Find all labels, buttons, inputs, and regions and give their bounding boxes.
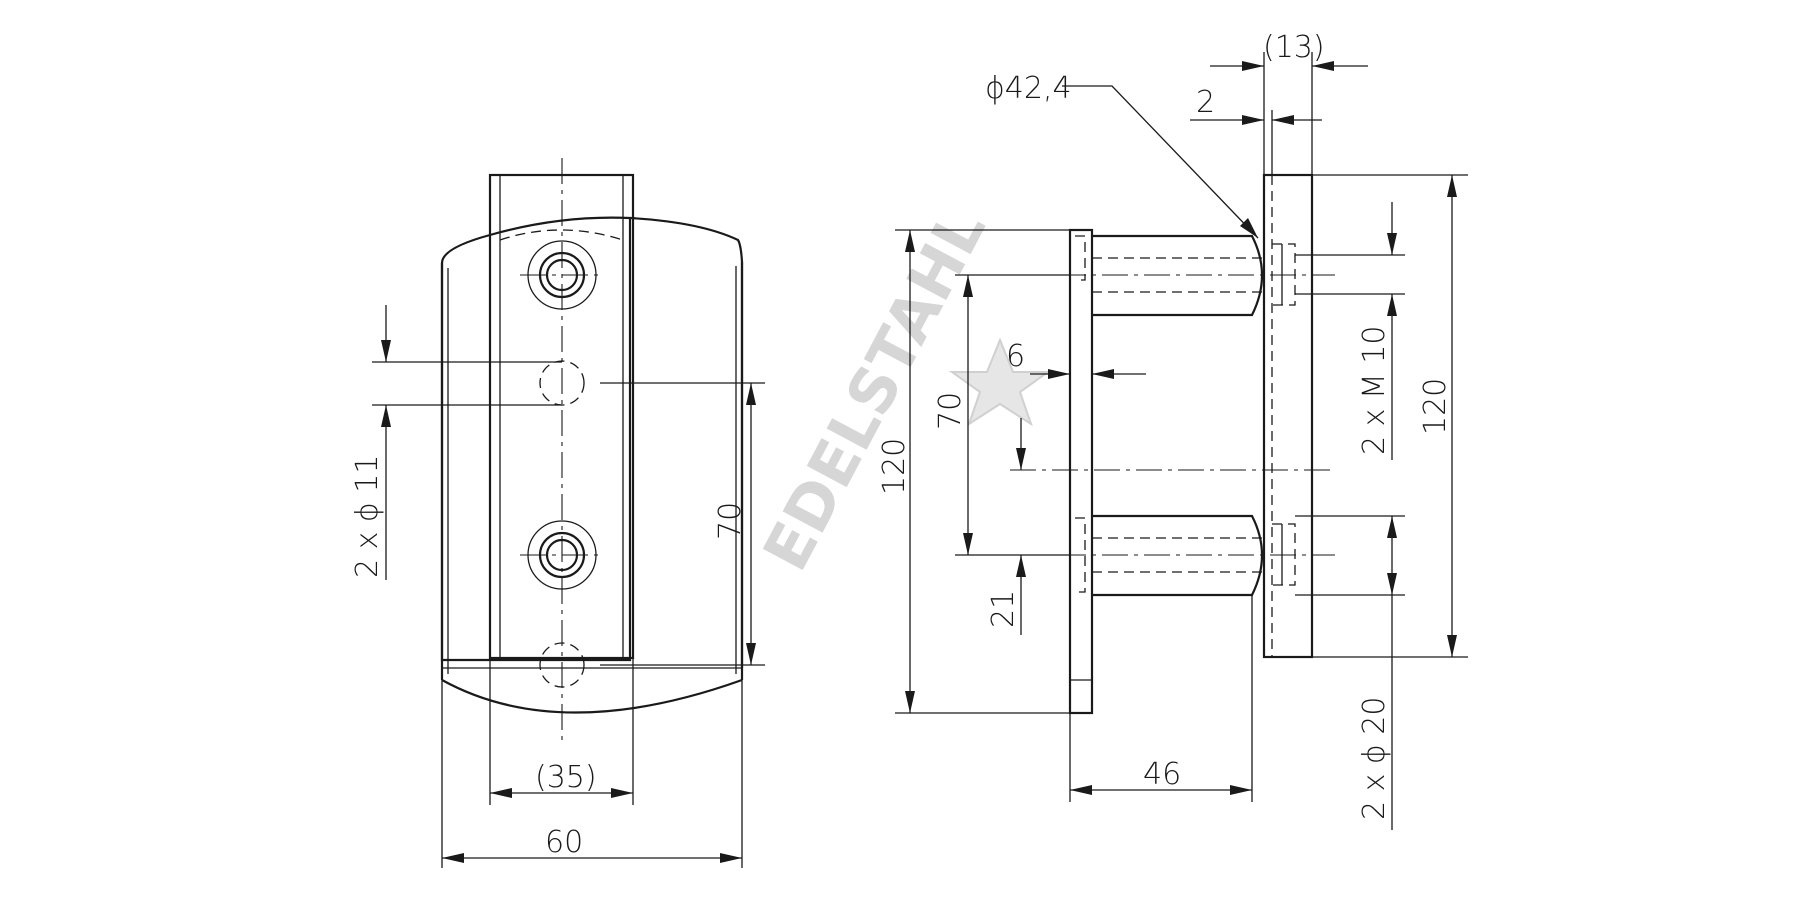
dim-height-right-label: 120: [1418, 378, 1453, 435]
dim-bolt-spacing-arrow-bottom: [963, 533, 973, 555]
dim-flange-arrow-right: [1092, 369, 1114, 379]
dim-threads-label: 2 x M 10: [1357, 325, 1392, 455]
dim-thickness-arrow-left: [1242, 115, 1264, 125]
dim-bracket-label: (35): [535, 760, 597, 795]
dim-threads-arrow-bottom: [1387, 294, 1397, 316]
dim-thickness-arrow-right: [1272, 115, 1294, 125]
dim-thickness-label: 2: [1196, 85, 1215, 120]
watermark: EDELSTAHL: [749, 197, 1052, 582]
dim-height-right-arrow-top: [1447, 175, 1457, 197]
dim-offset-arrow-bottom: [1016, 555, 1026, 577]
dim-depth-arrow-left: [1242, 61, 1264, 71]
dim-bushings-label: 2 x ϕ 20: [1357, 697, 1392, 820]
front-plate-right: [629, 216, 744, 668]
dim-tube-arrow: [1240, 218, 1258, 238]
front-view: 2 x ϕ 11 70 (35) 60: [350, 158, 765, 868]
dim-depth46-arrow-left: [1070, 785, 1092, 795]
side-flange-plate: [1068, 228, 1094, 715]
dim-plate-arrow-right: [720, 853, 742, 863]
dim-spacing-label: 70: [713, 502, 748, 540]
dim-plate-arrow-left: [442, 853, 464, 863]
dim-holes-arrow-bottom: [381, 405, 391, 427]
dim-height-right-arrow-bottom: [1447, 635, 1457, 657]
dim-depth46-arrow-right: [1230, 785, 1252, 795]
side-flange-hidden-bottom: [1075, 517, 1086, 593]
dim-bushings-arrow-bottom: [1387, 573, 1397, 595]
dim-bracket-arrow-right: [611, 788, 633, 798]
side-view: ϕ42,4 (13) 2 6 120 70: [877, 30, 1468, 830]
dim-offset-label: 21: [986, 590, 1021, 628]
dim-holes-arrow-top: [381, 340, 391, 362]
front-plate-bottom-arc: [441, 678, 743, 714]
dim-flange-arrow-left: [1048, 369, 1070, 379]
dim-threads-arrow-top: [1387, 233, 1397, 255]
dim-bushings-arrow-top: [1387, 516, 1397, 538]
front-plate-outline: [440, 216, 632, 662]
dim-flange-label: 6: [1006, 339, 1025, 374]
dim-height-left-arrow-top: [905, 230, 915, 252]
dim-spacing-arrow-bottom: [746, 643, 756, 665]
dim-tube-label: ϕ42,4: [985, 71, 1072, 106]
dim-bracket-arrow-left: [490, 788, 512, 798]
dim-spacing-arrow-top: [746, 383, 756, 405]
watermark-star-icon: [948, 337, 1052, 427]
dim-plate-label: 60: [545, 825, 583, 860]
dim-height-left-arrow-bottom: [905, 691, 915, 713]
dim-tube-leader: [1062, 85, 1259, 239]
dim-height-left-label: 120: [877, 438, 912, 495]
dim-bolt-spacing-arrow-top: [963, 275, 973, 297]
dim-depth-label: (13): [1263, 30, 1325, 65]
dim-bolt-spacing-label: 70: [933, 392, 968, 430]
side-tube-plate: [1262, 173, 1314, 659]
dim-depth-arrow-right: [1312, 61, 1334, 71]
watermark-text: EDELSTAHL: [749, 197, 1000, 582]
dim-offset-arrow-top: [1016, 448, 1026, 470]
dim-holes-label: 2 x ϕ 11: [350, 455, 385, 578]
dim-depth46-label: 46: [1143, 757, 1181, 792]
side-flange-hidden-top: [1075, 235, 1086, 281]
